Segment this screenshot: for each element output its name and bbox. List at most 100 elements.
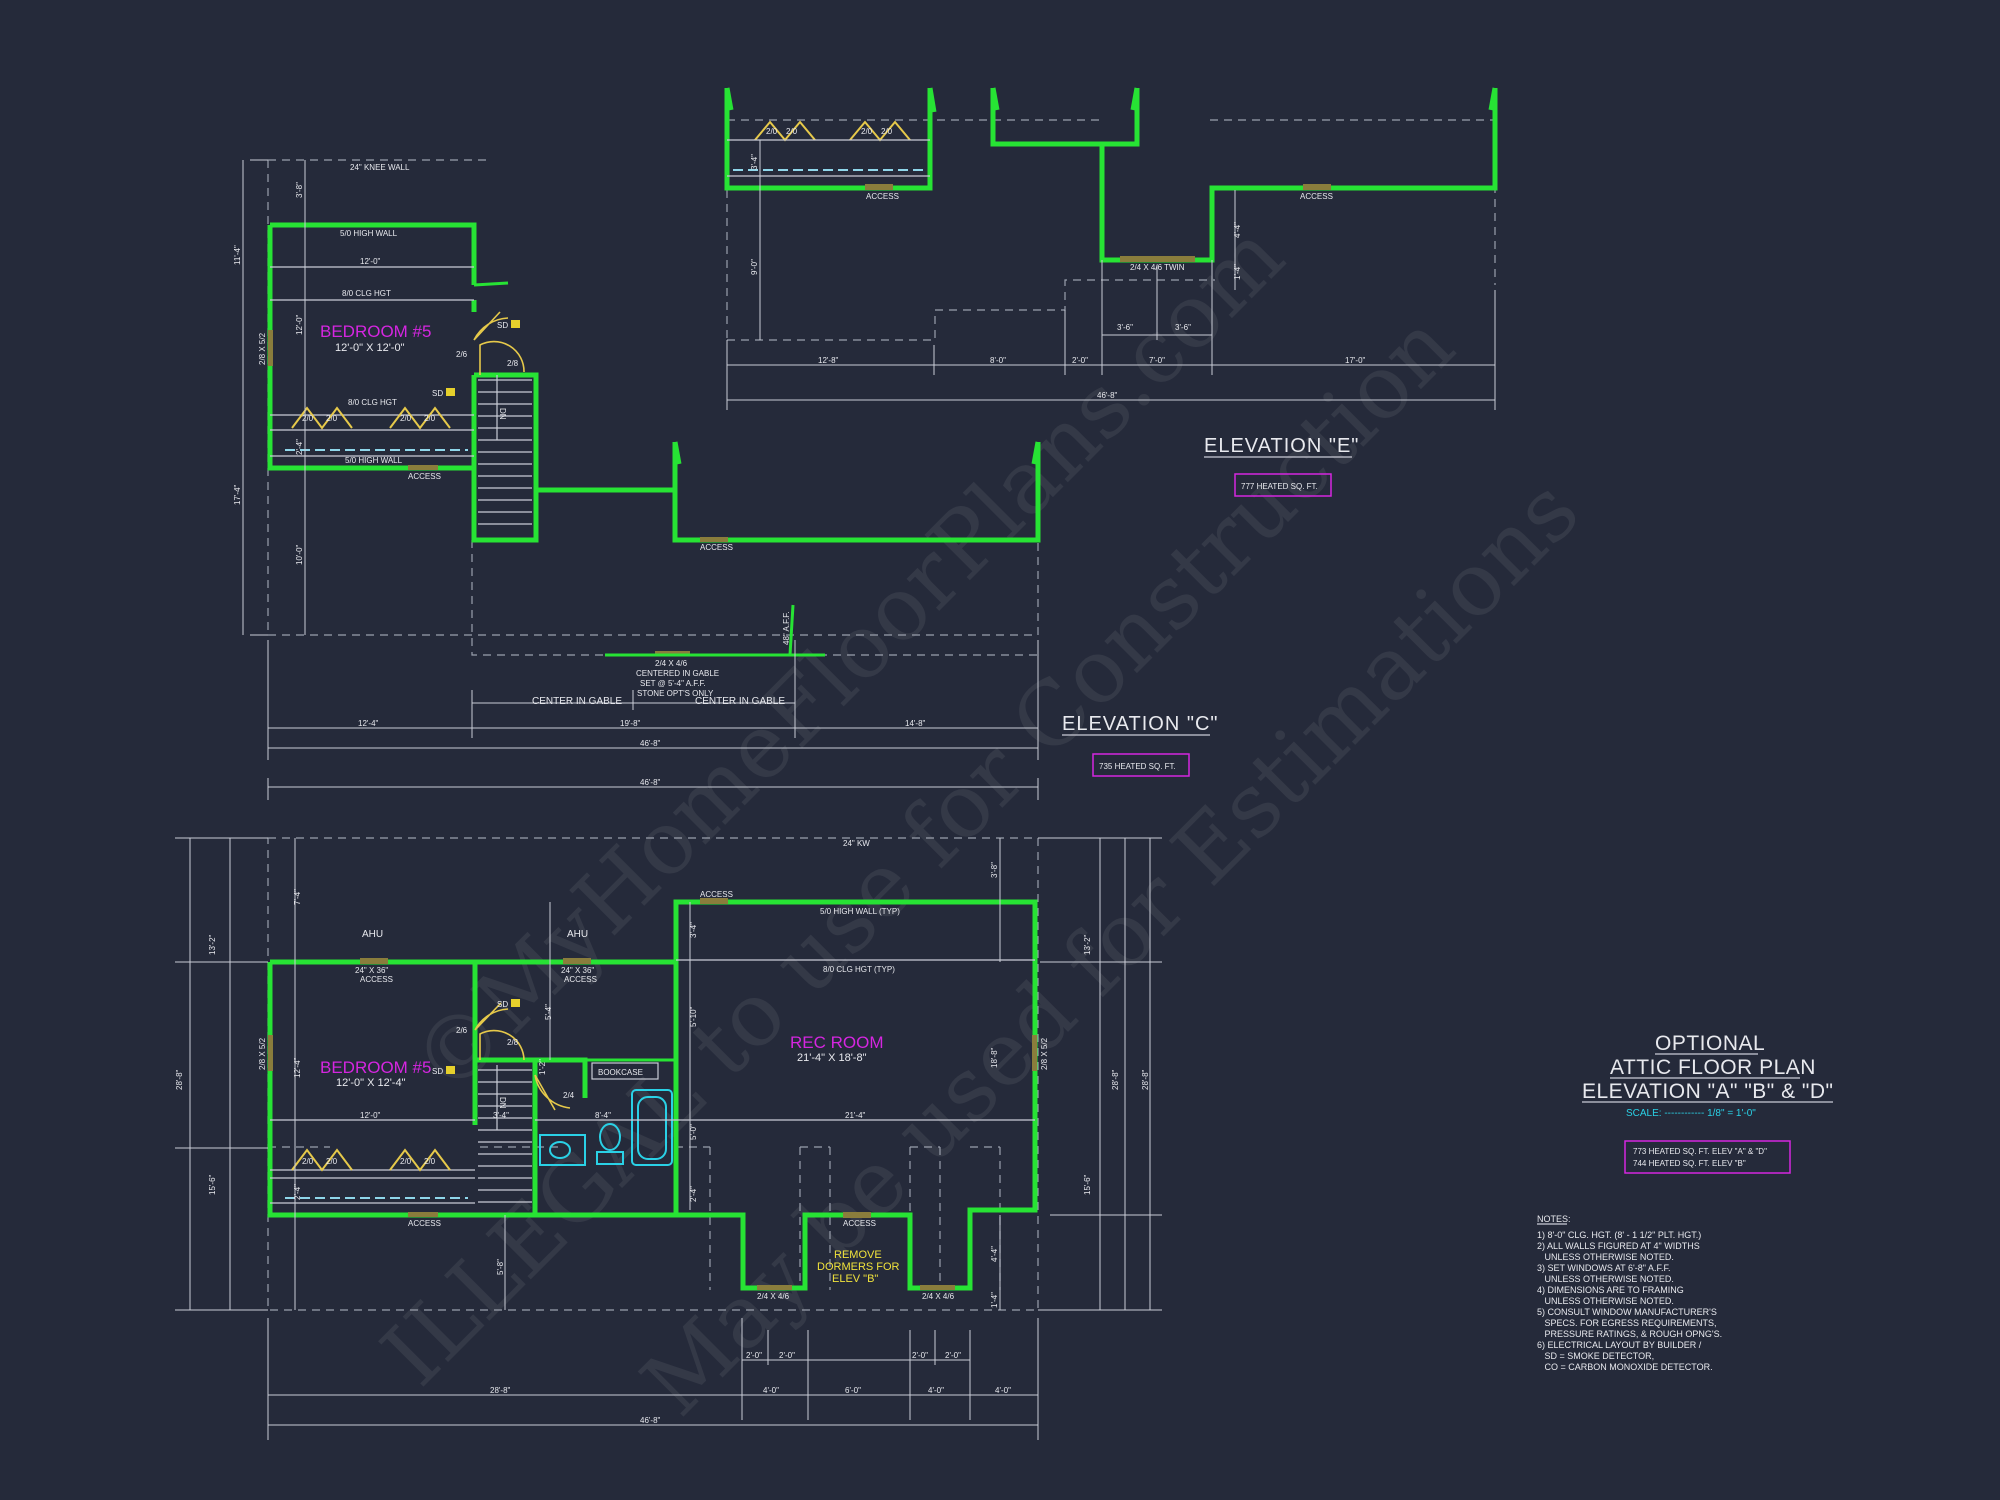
dim-label: 7'-0" (1149, 356, 1165, 365)
note-line: 4) DIMENSIONS ARE TO FRAMING (1537, 1285, 1684, 1295)
dim-label: 2'-0" (1072, 356, 1088, 365)
room-size: 12'-0" X 12'-0" (335, 342, 405, 354)
knee-wall: 24" KNEE WALL (350, 163, 410, 172)
access-size: 24" X 36" (561, 966, 594, 975)
sd-label: SD (497, 1000, 508, 1009)
dim-label: 4'-0" (995, 1386, 1011, 1395)
access-label: ACCESS (843, 1219, 876, 1228)
gable-note: STONE OPT'S ONLY (637, 689, 714, 698)
dim-label: 1'-2" (538, 1059, 547, 1075)
dim-label: 17'-0" (1345, 356, 1366, 365)
dim-label: 3'-4" (493, 1111, 509, 1120)
high-wall: 5/0 HIGH WALL (TYP) (820, 907, 900, 916)
sqft-line: 773 HEATED SQ. FT. ELEV "A" & "D" (1633, 1147, 1767, 1156)
dim-label: 1'-4" (990, 1292, 999, 1308)
window-label: 2/0 (786, 127, 798, 136)
dim-label: 2'-4" (293, 1184, 302, 1200)
dim-label: 19'-8" (620, 719, 641, 728)
bedroom-name: BEDROOM #5 (320, 1058, 431, 1077)
dim-label: 12'-8" (818, 356, 839, 365)
access-size: 24" X 36" (355, 966, 388, 975)
dim-label: 6'-0" (845, 1386, 861, 1395)
sd-label: SD (497, 321, 508, 330)
dim-label: 12'-0" (295, 314, 304, 335)
note-line: UNLESS OTHERWISE NOTED. (1537, 1296, 1674, 1306)
stair-main: DN (478, 1065, 532, 1203)
dim-label: 2'-0" (945, 1351, 961, 1360)
note-line: SPECS. FOR EGRESS REQUIREMENTS, (1537, 1318, 1717, 1328)
stair-label: DN (498, 1097, 507, 1109)
sd-label: SD (432, 389, 443, 398)
side-window: 2/8 X 5/2 (258, 1037, 267, 1070)
window-label: 2/0 (424, 1157, 436, 1166)
dim-label: 3'-6" (1175, 323, 1191, 332)
elevation-e-plan: 2/0 2/0 2/0 2/0 ACCESS ACCESS 2/4 X 4/6 … (724, 87, 1498, 497)
access-label: ACCESS (408, 1219, 441, 1228)
note-line: CO = CARBON MONOXIDE DETECTOR. (1537, 1362, 1713, 1372)
notes-heading: NOTES: (1537, 1214, 1571, 1224)
dim-top: 46'-8" (640, 778, 661, 787)
dim-label: 15'-6" (1083, 1174, 1092, 1195)
door-label: 2/4 (563, 1091, 575, 1100)
note-line: PRESSURE RATINGS, & ROUGH OPNG'S. (1537, 1329, 1722, 1339)
dim-total: 46'-8" (640, 739, 661, 748)
center-label: CENTER IN GABLE (532, 696, 622, 707)
dim-label: 13'-2" (208, 934, 217, 955)
dim-label: 18'-8" (990, 1047, 999, 1068)
dim-label: 12'-0" (360, 1111, 381, 1120)
title-line3: ELEVATION "A" "B" & "D" (1582, 1080, 1834, 1103)
note-line: UNLESS OTHERWISE NOTED. (1537, 1274, 1674, 1284)
window-label: 2/0 (302, 414, 314, 423)
gable-height: 48" A.F.F. (782, 611, 791, 645)
stair-c: DN (478, 375, 532, 525)
note-line: SD = SMOKE DETECTOR, (1537, 1351, 1654, 1361)
dim-label: 12'-4" (358, 719, 379, 728)
door-label: 2/8 (507, 359, 519, 368)
door-label: 2/8 (507, 1038, 519, 1047)
access-label: ACCESS (564, 975, 597, 984)
elevation-c-sqft: 735 HEATED SQ. FT. (1099, 762, 1176, 771)
dim-label: 28'-8" (175, 1069, 184, 1090)
dim-label: 3'-4" (689, 922, 698, 938)
dim-label: 5'-0" (689, 1124, 698, 1140)
dim-label: 28'-8" (490, 1386, 511, 1395)
dim-label: 2'-0" (779, 1351, 795, 1360)
note-line: UNLESS OTHERWISE NOTED. (1537, 1252, 1674, 1262)
watermark: ©MyHomeFloorPlans.com ILLEGAL to use for… (362, 204, 1598, 1435)
window-label: 2/0 (302, 1157, 314, 1166)
window-label: 2/0 (326, 414, 338, 423)
dim-label: 5'-10" (689, 1006, 698, 1027)
rec-room-size: 21'-4" X 18'-8" (797, 1052, 867, 1064)
ahu-label: AHU (362, 929, 383, 940)
note-line: 5) CONSULT WINDOW MANUFACTURER'S (1537, 1307, 1717, 1317)
access-label: ACCESS (1300, 192, 1333, 201)
dim-label: 3'-6" (1117, 323, 1133, 332)
dim-label: 2'-0" (746, 1351, 762, 1360)
dormer-window: 2/4 X 4/6 (922, 1292, 955, 1301)
door-label: 2/6 (456, 350, 468, 359)
dim-label: 3'-8" (990, 862, 999, 878)
dim-label: 3'-4" (750, 154, 759, 170)
dim-label: 13'-2" (1083, 934, 1092, 955)
main-attic-plan: 46'-8" DN 2/6 2/8 2/4 SD SD BOOKCASE (175, 778, 1162, 1440)
remove-dormers: REMOVE (834, 1249, 882, 1261)
rec-room-name: REC ROOM (790, 1033, 884, 1052)
dim-label: 28'-8" (1141, 1069, 1150, 1090)
center-label: CENTER IN GABLE (695, 696, 785, 707)
dim-label: 9'-0" (750, 259, 759, 275)
dim-label: 21'-4" (845, 1111, 866, 1120)
elevation-c-label: ELEVATION "C" (1062, 713, 1219, 735)
scale-label: SCALE: ------------ 1/8" = 1'-0" (1626, 1108, 1756, 1119)
access-label: ACCESS (408, 472, 441, 481)
window-label: 2/0 (861, 127, 873, 136)
side-window: 2/8 X 5/2 (258, 332, 267, 365)
ceiling: 8/0 CLG HGT (342, 289, 391, 298)
dim-label: 5'-4" (544, 1004, 553, 1020)
dim-label: 7'-4" (293, 889, 302, 905)
access-label: ACCESS (700, 890, 733, 899)
window-label: 2/0 (400, 1157, 412, 1166)
dim-label: 4'-4" (1233, 222, 1242, 238)
access-label: ACCESS (700, 543, 733, 552)
elevation-e-label: ELEVATION "E" (1204, 435, 1359, 457)
